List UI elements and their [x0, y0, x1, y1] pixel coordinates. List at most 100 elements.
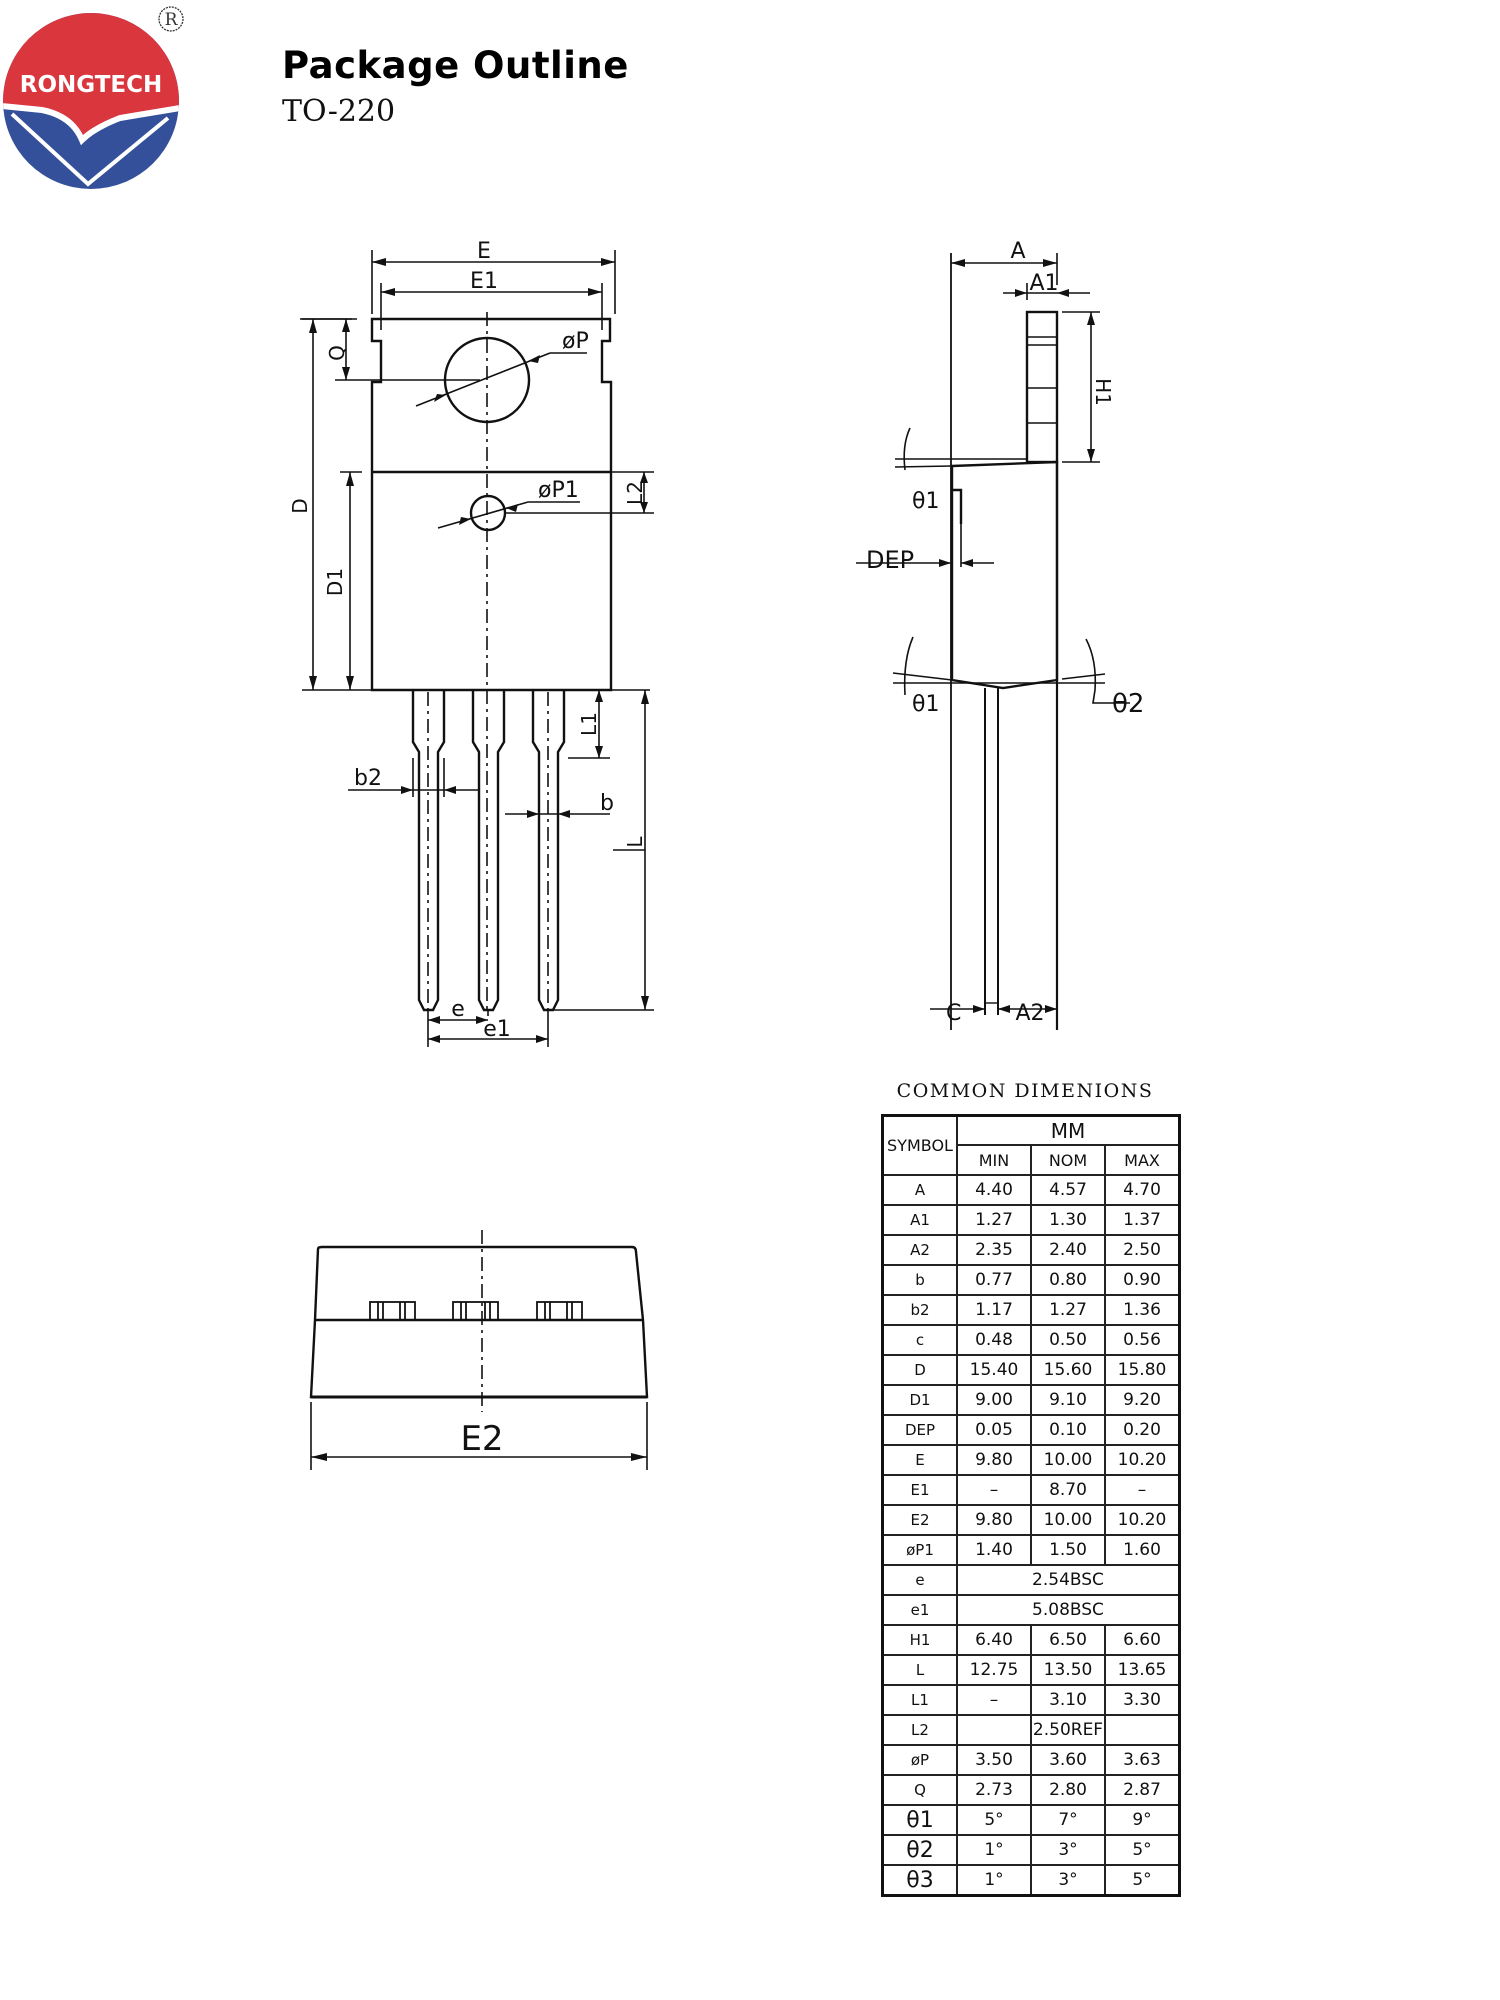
front-view: [300, 250, 654, 1047]
symbol-cell: L2: [881, 1714, 958, 1746]
label-H1: H1: [1091, 378, 1115, 406]
nom-cell: 13.50: [1030, 1654, 1106, 1686]
min-cell: 5°: [956, 1804, 1032, 1836]
label-phiP: øP: [562, 329, 589, 354]
min-cell: 9.80: [956, 1504, 1032, 1536]
min-cell: 2.35: [956, 1234, 1032, 1266]
nom-cell: 4.57: [1030, 1174, 1106, 1206]
max-cell: 0.56: [1104, 1324, 1181, 1356]
symbol-cell: A: [881, 1174, 958, 1206]
min-cell: 4.40: [956, 1174, 1032, 1206]
nom-cell: 10.00: [1030, 1444, 1106, 1476]
label-theta1-top: θ1: [912, 489, 939, 514]
label-DEP: DEP: [866, 546, 914, 574]
symbol-cell: H1: [881, 1624, 958, 1656]
nom-cell: 0.50: [1030, 1324, 1106, 1356]
max-cell: 5°: [1104, 1864, 1181, 1897]
min-cell: 2.73: [956, 1774, 1032, 1806]
label-e1: e1: [483, 1017, 511, 1042]
symbol-cell: DEP: [881, 1414, 958, 1446]
rongtech-logo: RONGTECH: [3, 13, 179, 189]
max-cell: [1104, 1714, 1181, 1746]
max-cell: 1.36: [1104, 1294, 1181, 1326]
nom-cell: 2.40: [1030, 1234, 1106, 1266]
max-cell: 15.80: [1104, 1354, 1181, 1386]
leads: [411, 690, 566, 1012]
max-cell: 0.90: [1104, 1264, 1181, 1296]
symbol-cell: c: [881, 1324, 958, 1356]
symbol-cell: b2: [881, 1294, 958, 1326]
max-cell: 3.63: [1104, 1744, 1181, 1776]
symbol-cell: e: [881, 1564, 958, 1596]
label-E: E: [477, 239, 491, 264]
nom-cell: 10.00: [1030, 1504, 1106, 1536]
symbol-cell: Q: [881, 1774, 958, 1806]
registered-mark-icon: R: [158, 6, 184, 32]
span-cell: 2.54BSC: [956, 1564, 1181, 1596]
max-cell: 3.30: [1104, 1684, 1181, 1716]
side-view: [856, 253, 1130, 1030]
min-cell: –: [956, 1474, 1032, 1506]
label-b: b: [600, 791, 614, 816]
nom-cell: 15.60: [1030, 1354, 1106, 1386]
label-e: e: [451, 997, 465, 1022]
min-cell: 1°: [956, 1864, 1032, 1897]
max-cell: 0.20: [1104, 1414, 1181, 1446]
label-L2: L2: [623, 481, 647, 505]
nom-cell: 3°: [1030, 1834, 1106, 1866]
symbol-cell: D1: [881, 1384, 958, 1416]
package-name: TO-220: [282, 94, 396, 129]
label-D: D: [288, 498, 312, 513]
min-cell: 0.77: [956, 1264, 1032, 1296]
nom-cell: 0.10: [1030, 1414, 1106, 1446]
nom-cell: 2.80: [1030, 1774, 1106, 1806]
symbol-cell: øP: [881, 1744, 958, 1776]
max-cell: 6.60: [1104, 1624, 1181, 1656]
label-L1: L1: [577, 712, 601, 736]
nom-cell: 0.80: [1030, 1264, 1106, 1296]
label-b2: b2: [354, 766, 382, 791]
symbol-cell: L: [881, 1654, 958, 1686]
max-cell: 1.60: [1104, 1534, 1181, 1566]
min-cell: 9.80: [956, 1444, 1032, 1476]
label-L: L: [623, 836, 647, 848]
label-theta2: θ2: [1112, 689, 1144, 719]
min-cell: 0.05: [956, 1414, 1032, 1446]
nom-cell: 7°: [1030, 1804, 1106, 1836]
nom-cell: 6.50: [1030, 1624, 1106, 1656]
nom-cell: 8.70: [1030, 1474, 1106, 1506]
nom-cell: 3.10: [1030, 1684, 1106, 1716]
min-cell: 3.50: [956, 1744, 1032, 1776]
bottom-view: [309, 1230, 649, 1470]
label-E1: E1: [470, 269, 498, 294]
table-caption: COMMON DIMENIONS: [896, 1080, 1154, 1102]
label-phiP1: øP1: [538, 478, 579, 503]
symbol-cell: L1: [881, 1684, 958, 1716]
svg-text:R: R: [165, 10, 179, 30]
col-unit-header: MM: [956, 1114, 1181, 1146]
symbol-cell: θ1: [881, 1804, 958, 1836]
span-cell: 5.08BSC: [956, 1594, 1181, 1626]
min-cell: 1.27: [956, 1204, 1032, 1236]
symbol-cell: øP1: [881, 1534, 958, 1566]
min-cell: 12.75: [956, 1654, 1032, 1686]
col-max-header: MAX: [1104, 1144, 1181, 1176]
col-min-header: MIN: [956, 1144, 1032, 1176]
min-cell: [956, 1714, 1032, 1746]
